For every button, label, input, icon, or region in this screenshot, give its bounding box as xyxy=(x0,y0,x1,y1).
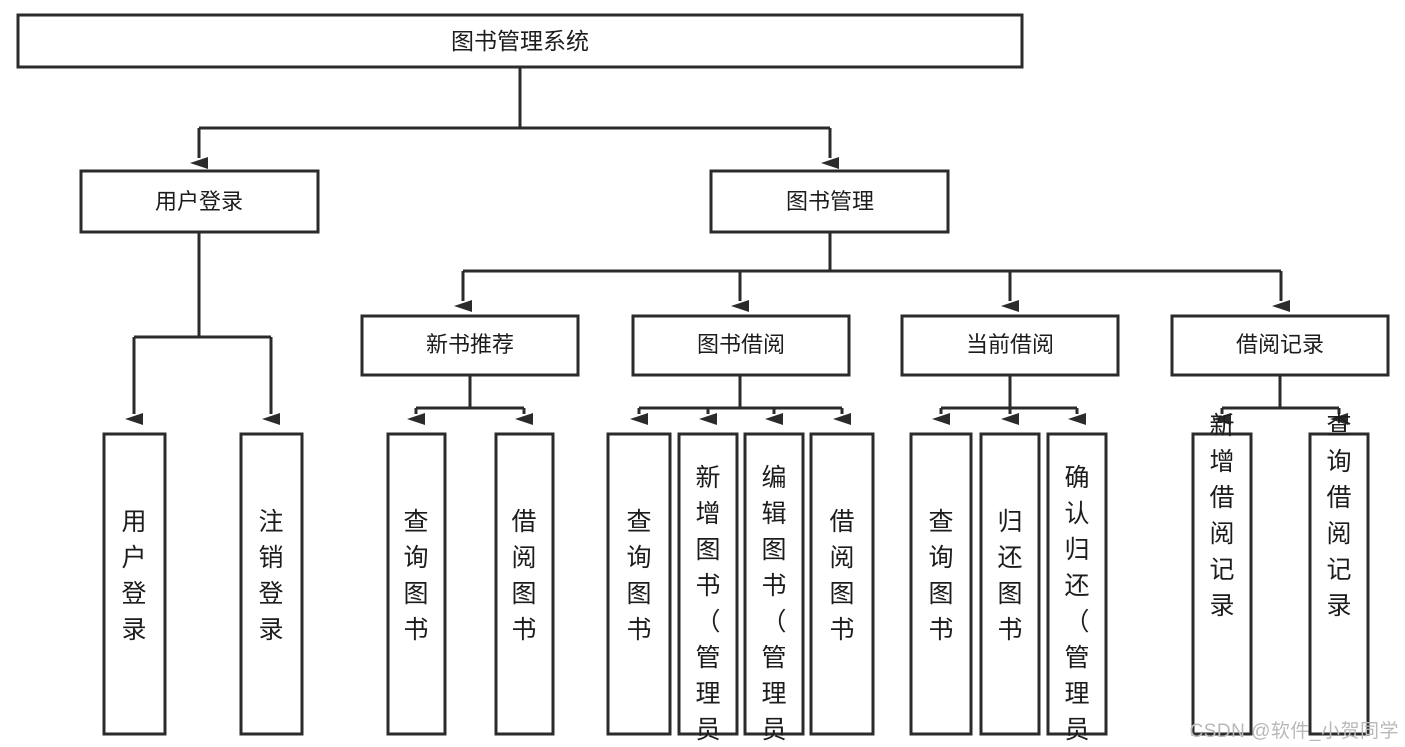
node-new-book-rec-label: 新书推荐 xyxy=(426,332,514,357)
node-leaf-edit-book[interactable]: 编辑图书（管理员） xyxy=(743,432,805,747)
node-leaf-user-login[interactable]: 用户登录 xyxy=(102,432,167,736)
node-leaf-edit-book-box[interactable] xyxy=(743,432,805,736)
edges-layer xyxy=(125,67,1348,425)
node-leaf-borrow-book-2-label: 借阅图书 xyxy=(829,508,854,644)
node-leaf-query-record-label: 查询借阅记录 xyxy=(1326,412,1351,620)
node-book-mgmt-label: 图书管理 xyxy=(786,189,874,214)
node-leaf-query-book-2-box[interactable] xyxy=(606,432,672,736)
node-book-mgmt[interactable]: 图书管理 xyxy=(709,169,950,234)
node-leaf-add-record-label: 新增借阅记录 xyxy=(1209,412,1234,620)
node-leaf-query-book-3[interactable]: 查询图书 xyxy=(909,432,973,736)
node-leaf-return-book-label: 归还图书 xyxy=(997,508,1022,644)
node-leaf-query-book-2[interactable]: 查询图书 xyxy=(606,432,672,736)
node-leaf-user-logout[interactable]: 注销登录 xyxy=(239,432,304,736)
node-user-login[interactable]: 用户登录 xyxy=(79,169,320,234)
node-book-mgmt-box[interactable] xyxy=(709,169,950,234)
node-leaf-borrow-book-1-box[interactable] xyxy=(494,432,555,736)
node-leaf-query-record-box[interactable] xyxy=(1308,432,1370,736)
node-leaf-query-book-1-box[interactable] xyxy=(386,432,447,736)
node-leaf-user-logout-label: 注销登录 xyxy=(258,508,283,644)
node-book-borrow-label: 图书借阅 xyxy=(697,332,785,357)
node-leaf-user-login-box[interactable] xyxy=(102,432,167,736)
node-current-borrow-box[interactable] xyxy=(900,314,1120,377)
node-current-borrow[interactable]: 当前借阅 xyxy=(900,314,1120,377)
node-borrow-record-label: 借阅记录 xyxy=(1236,332,1324,357)
node-leaf-add-book[interactable]: 新增图书（管理员） xyxy=(677,432,739,747)
node-leaf-add-record[interactable]: 新增借阅记录 xyxy=(1191,412,1253,736)
node-root-label: 图书管理系统 xyxy=(451,28,589,54)
node-leaf-borrow-book-2-box[interactable] xyxy=(809,432,875,736)
node-root-box[interactable] xyxy=(16,13,1024,69)
node-leaf-confirm-return[interactable]: 确认归还（管理员） xyxy=(1046,432,1108,747)
node-current-borrow-label: 当前借阅 xyxy=(966,332,1054,357)
node-leaf-query-book-1-label: 查询图书 xyxy=(403,508,428,644)
node-leaf-confirm-return-box[interactable] xyxy=(1046,432,1108,736)
node-leaf-query-book-3-box[interactable] xyxy=(909,432,973,736)
node-book-borrow-box[interactable] xyxy=(631,314,851,377)
node-leaf-user-login-label: 用户登录 xyxy=(121,508,146,644)
node-borrow-record[interactable]: 借阅记录 xyxy=(1170,314,1390,377)
node-leaf-add-book-box[interactable] xyxy=(677,432,739,736)
node-user-login-label: 用户登录 xyxy=(155,189,243,214)
node-root[interactable]: 图书管理系统 xyxy=(16,13,1024,69)
node-leaf-borrow-book-1-label: 借阅图书 xyxy=(511,508,536,644)
node-leaf-query-book-3-label: 查询图书 xyxy=(928,508,953,644)
node-book-borrow[interactable]: 图书借阅 xyxy=(631,314,851,377)
node-new-book-rec-box[interactable] xyxy=(360,314,580,377)
node-leaf-add-record-box[interactable] xyxy=(1191,432,1253,736)
node-user-login-box[interactable] xyxy=(79,169,320,234)
node-new-book-rec[interactable]: 新书推荐 xyxy=(360,314,580,377)
node-leaf-query-record[interactable]: 查询借阅记录 xyxy=(1308,412,1370,736)
node-leaf-borrow-book-1[interactable]: 借阅图书 xyxy=(494,432,555,736)
node-borrow-record-box[interactable] xyxy=(1170,314,1390,377)
node-leaf-return-book[interactable]: 归还图书 xyxy=(979,432,1041,736)
node-leaf-user-logout-box[interactable] xyxy=(239,432,304,736)
node-leaf-confirm-return-label: 确认归还（管理员） xyxy=(1064,464,1089,747)
node-leaf-query-book-1[interactable]: 查询图书 xyxy=(386,432,447,736)
node-leaf-query-book-2-label: 查询图书 xyxy=(626,508,651,644)
node-leaf-edit-book-label: 编辑图书（管理员） xyxy=(761,464,786,747)
node-leaf-add-book-label: 新增图书（管理员） xyxy=(695,464,720,747)
node-leaf-borrow-book-2[interactable]: 借阅图书 xyxy=(809,432,875,736)
node-leaf-return-book-box[interactable] xyxy=(979,432,1041,736)
leaf-nodes-layer: 用户登录 注销登录 查询图书 借阅图书 查询图书 新增图书（管理员） xyxy=(102,412,1370,747)
